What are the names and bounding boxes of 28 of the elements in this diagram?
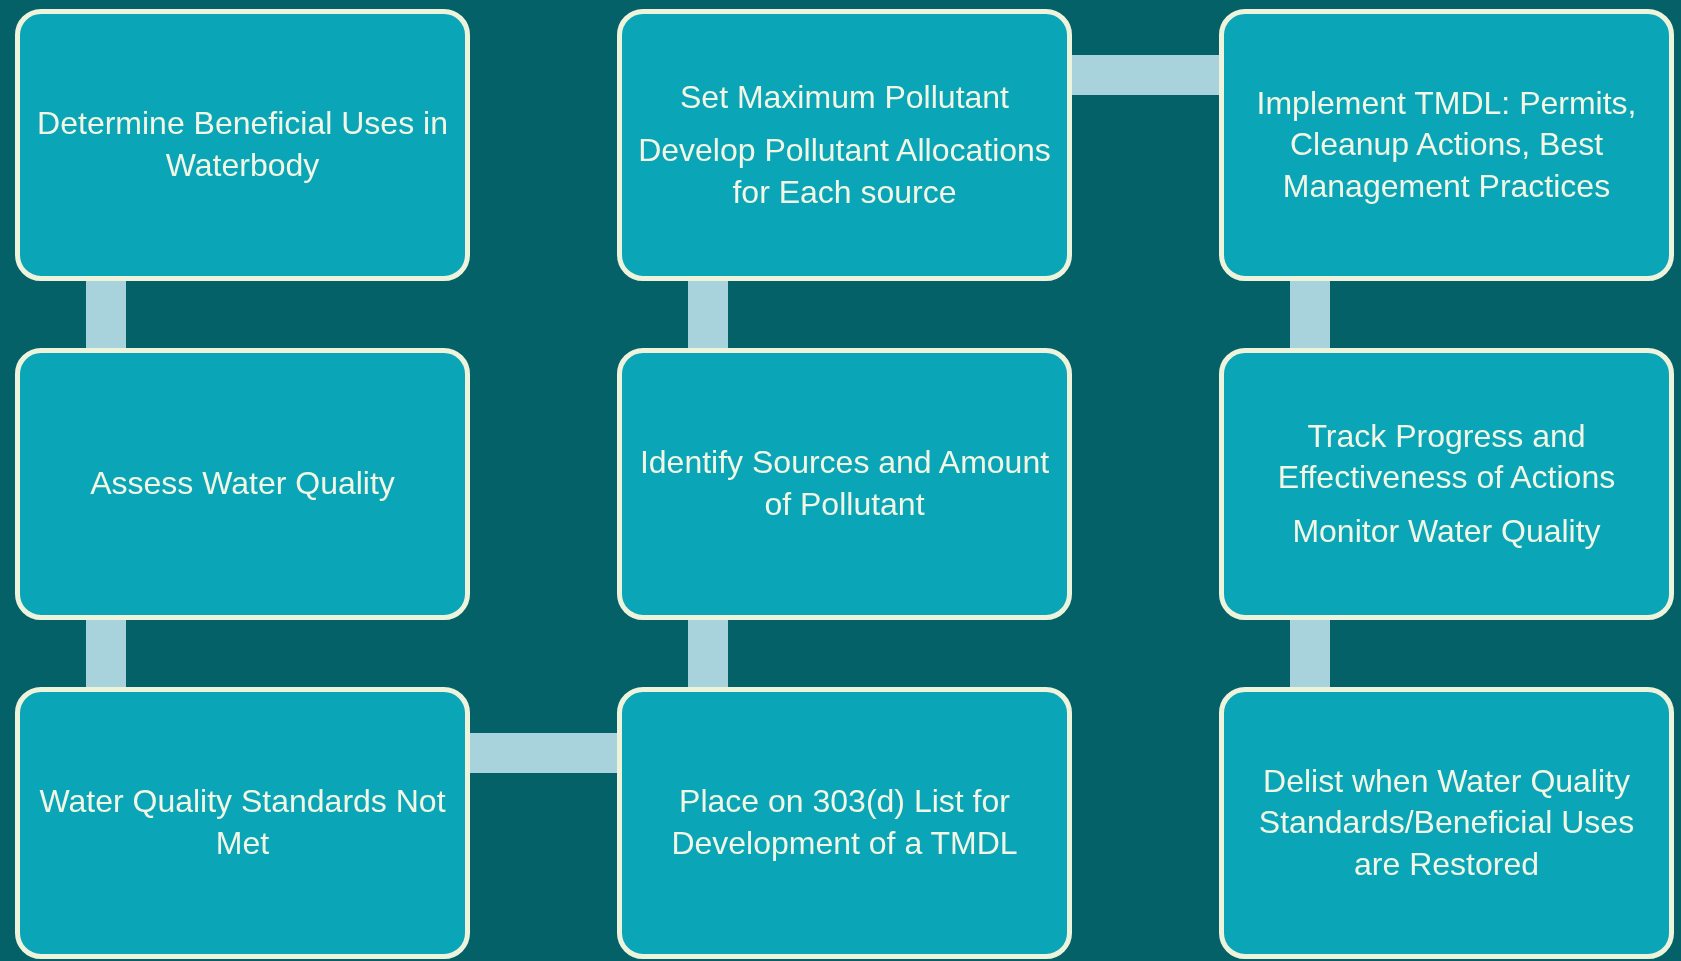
- step-text: Identify Sources and Amount of Pollutant: [638, 443, 1051, 524]
- step-text: Track Progress and Effectiveness of Actions: [1276, 416, 1617, 498]
- connector-bar: [86, 620, 126, 687]
- step-text: Develop Pollutant Allocations for Each source: [637, 131, 1052, 212]
- step-text: Determine Beneficial Uses in Waterbody: [36, 104, 449, 185]
- connector-bar: [1290, 620, 1330, 687]
- process-box: [15, 348, 470, 620]
- process-box: [617, 348, 1072, 620]
- connector-bar: [1290, 281, 1330, 348]
- step-text: Assess Water Quality: [90, 464, 395, 504]
- process-box: [1219, 9, 1674, 281]
- process-box: [617, 9, 1072, 281]
- connector-bar: [688, 281, 728, 348]
- connector-bar: [1072, 55, 1219, 95]
- connector-bar: [86, 281, 126, 348]
- step-text: Monitor Water Quality: [1292, 511, 1601, 551]
- connector-bar: [688, 620, 728, 687]
- process-box: [617, 687, 1072, 959]
- step-text: Water Quality Standards Not Met: [38, 782, 447, 863]
- process-box: [15, 687, 470, 959]
- process-box: [15, 9, 470, 281]
- step-text: Implement TMDL: Permits, Cleanup Actions, Best Management Practices: [1255, 83, 1638, 206]
- step-text: Set Maximum Pollutant: [680, 77, 1009, 117]
- process-box: [1219, 687, 1674, 959]
- step-text: Place on 303(d) List for Development of a TMDL: [670, 782, 1019, 863]
- step-text: Delist when Water Quality Standards/Beneficial Uses are Restored: [1257, 761, 1636, 884]
- process-box: [1219, 348, 1674, 620]
- connector-bar: [470, 733, 617, 773]
